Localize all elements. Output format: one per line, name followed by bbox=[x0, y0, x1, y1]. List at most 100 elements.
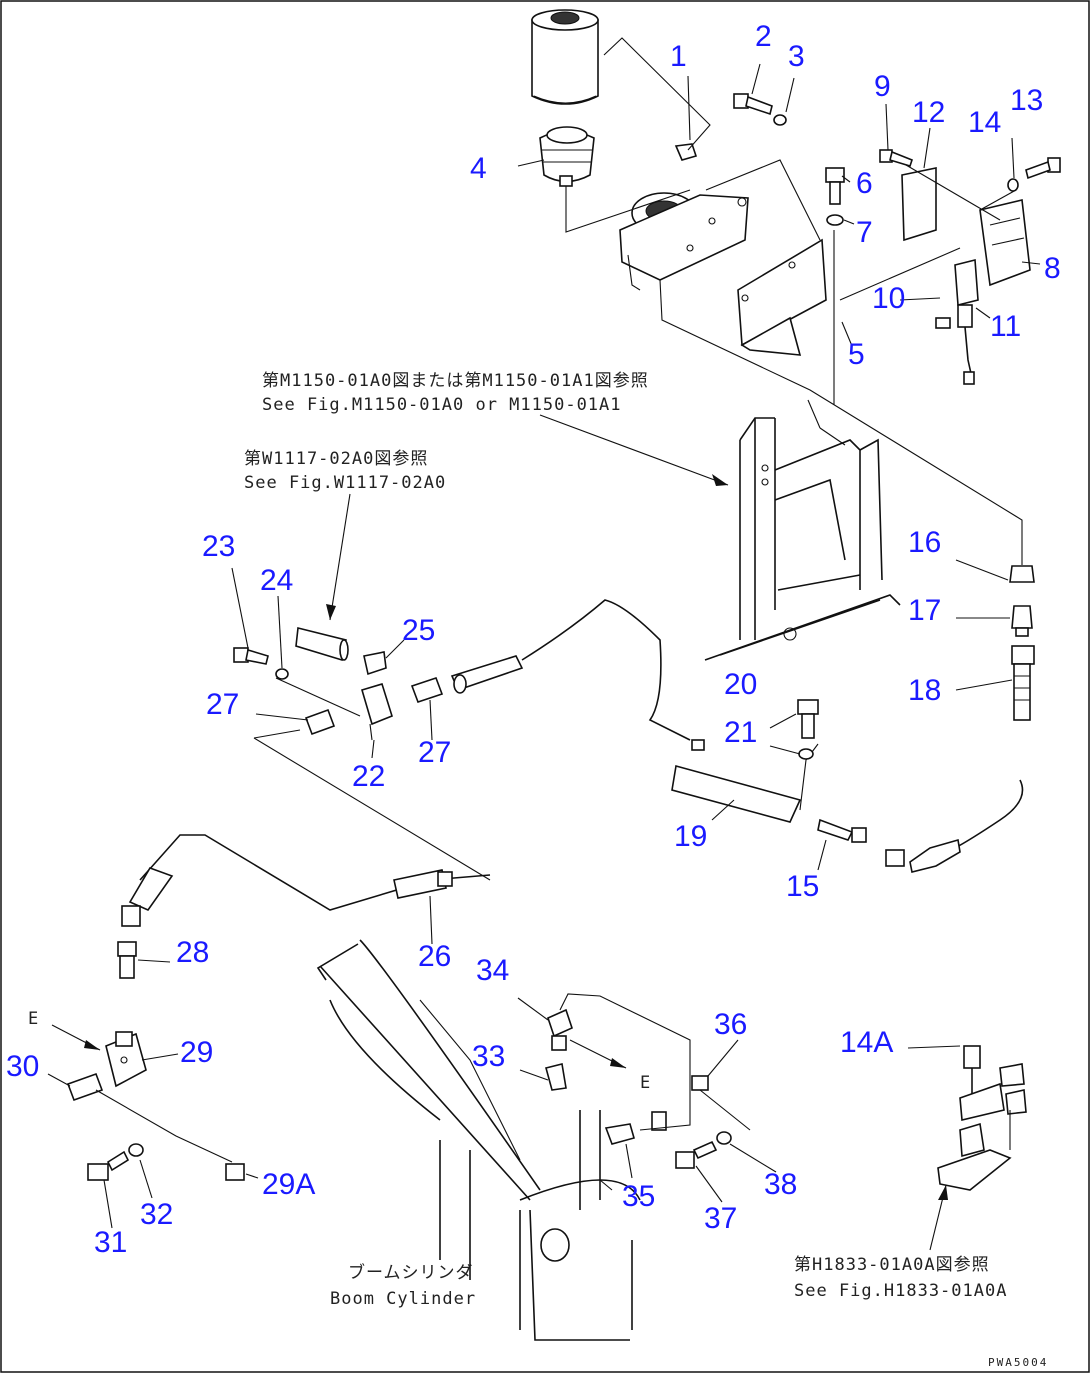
fitting-27-right bbox=[410, 676, 444, 704]
drawing-code: PWA5004 bbox=[988, 1356, 1048, 1369]
reference-w1117-jp: 第W1117-02A0図参照 bbox=[244, 449, 428, 469]
callout-27-right: 27 bbox=[418, 736, 451, 769]
callout-15: 15 bbox=[786, 870, 819, 903]
elbow-33 bbox=[545, 1063, 567, 1091]
callout-26: 26 bbox=[418, 940, 451, 973]
elbow-25 bbox=[363, 651, 387, 676]
filter-head bbox=[619, 143, 749, 291]
fitting-27-left bbox=[304, 708, 336, 736]
bolt-2 bbox=[733, 93, 773, 116]
pressure-switch-16 bbox=[1009, 565, 1035, 583]
leader-lines-mid bbox=[253, 729, 491, 881]
reference-m1150-en: See Fig.M1150-01A0 or M1150-01A1 bbox=[262, 395, 622, 415]
callout-3: 3 bbox=[788, 40, 805, 73]
callout-1: 1 bbox=[670, 40, 687, 73]
bolt-23 bbox=[233, 647, 269, 665]
callout-22: 22 bbox=[352, 760, 385, 793]
mounting-bracket bbox=[737, 238, 827, 356]
bolt-31 bbox=[87, 1150, 130, 1181]
bolt-6 bbox=[825, 167, 845, 205]
callout-28: 28 bbox=[176, 936, 209, 969]
hose-26 bbox=[121, 834, 491, 927]
callout-7: 7 bbox=[856, 216, 873, 249]
filter-bowl bbox=[539, 126, 595, 187]
washer-38 bbox=[716, 1131, 732, 1145]
callout-14a: 14A bbox=[840, 1026, 893, 1059]
bolt-9 bbox=[879, 149, 913, 167]
revolving-frame bbox=[704, 399, 901, 661]
washer-7 bbox=[826, 214, 844, 226]
callout-11: 11 bbox=[990, 310, 1021, 343]
washer-24 bbox=[275, 668, 289, 680]
tee-block-22 bbox=[361, 683, 393, 741]
valve-block-29 bbox=[105, 1031, 147, 1088]
hose-w1117 bbox=[295, 627, 349, 662]
hose-fitting-27-line bbox=[450, 655, 524, 694]
fitting-34 bbox=[547, 1008, 573, 1051]
callout-29a: 29A bbox=[262, 1168, 315, 1201]
marker-e-arrow-left bbox=[51, 1024, 101, 1051]
sensor-18 bbox=[1011, 645, 1035, 721]
callout-19: 19 bbox=[674, 820, 707, 853]
callout-12: 12 bbox=[912, 96, 945, 129]
callout-25: 25 bbox=[402, 614, 435, 647]
callout-30: 30 bbox=[6, 1050, 39, 1083]
leader-line-23 bbox=[275, 677, 361, 717]
bolt-20 bbox=[797, 699, 819, 739]
reference-h1833-jp: 第H1833-01A0A図参照 bbox=[794, 1255, 990, 1275]
reference-m1150-jp: 第M1150-01A0図または第M1150-01A1図参照 bbox=[262, 371, 649, 391]
callout-31: 31 bbox=[94, 1226, 127, 1259]
callout-16: 16 bbox=[908, 526, 941, 559]
callout-13: 13 bbox=[1010, 84, 1043, 117]
callout-35: 35 bbox=[622, 1180, 655, 1213]
reference-arrow-h1833 bbox=[929, 1184, 948, 1251]
callout-33: 33 bbox=[472, 1040, 505, 1073]
reference-h1833-en: See Fig.H1833-01A0A bbox=[794, 1281, 1007, 1301]
callout-6: 6 bbox=[856, 167, 873, 200]
washer-3 bbox=[773, 114, 787, 126]
leader-lines-top bbox=[565, 37, 1023, 565]
callout-37: 37 bbox=[704, 1202, 737, 1235]
callout-leaders bbox=[47, 63, 1041, 1229]
sensor-bracket-assembly bbox=[901, 167, 1031, 385]
fitting-30 bbox=[66, 1072, 104, 1102]
callout-2: 2 bbox=[755, 20, 772, 53]
tube-35 bbox=[604, 1111, 667, 1145]
washer-32 bbox=[128, 1143, 144, 1157]
callout-36: 36 bbox=[714, 1008, 747, 1041]
callout-8: 8 bbox=[1044, 252, 1061, 285]
harness-clamp-14a bbox=[907, 1045, 1027, 1191]
connector-17 bbox=[1011, 605, 1033, 637]
boom-cylinder-label-jp: ブームシリンダ bbox=[348, 1262, 474, 1283]
marker-e-left: E bbox=[28, 1009, 39, 1029]
callout-24: 24 bbox=[260, 564, 293, 597]
boom-cylinder-label-en: Boom Cylinder bbox=[330, 1289, 476, 1309]
boom-cylinder bbox=[316, 939, 641, 1341]
reference-arrow-w1117 bbox=[326, 493, 351, 621]
callout-32: 32 bbox=[140, 1198, 173, 1231]
callout-17: 17 bbox=[908, 594, 941, 627]
leader-lines-lower-center bbox=[559, 993, 751, 1131]
hose-assembly bbox=[521, 599, 1024, 873]
callout-9: 9 bbox=[874, 70, 891, 103]
leader-lines-lower-left bbox=[95, 1089, 233, 1163]
reference-w1117-en: See Fig.W1117-02A0 bbox=[244, 473, 446, 493]
bolt-13 bbox=[1025, 157, 1061, 180]
marker-e-arrow-center bbox=[569, 1039, 627, 1069]
washer-21 bbox=[798, 748, 814, 760]
callout-38: 38 bbox=[764, 1168, 797, 1201]
callout-14: 14 bbox=[968, 106, 1001, 139]
callout-23: 23 bbox=[202, 530, 235, 563]
callout-27-left: 27 bbox=[206, 688, 239, 721]
callout-34: 34 bbox=[476, 954, 509, 987]
washer-14 bbox=[1007, 178, 1019, 192]
filter-element bbox=[531, 9, 599, 105]
callout-5: 5 bbox=[848, 338, 865, 371]
callout-20: 20 bbox=[724, 668, 757, 701]
fitting-28 bbox=[117, 941, 137, 979]
reference-arrow-m1150 bbox=[539, 414, 729, 486]
tee-36 bbox=[691, 1075, 709, 1091]
